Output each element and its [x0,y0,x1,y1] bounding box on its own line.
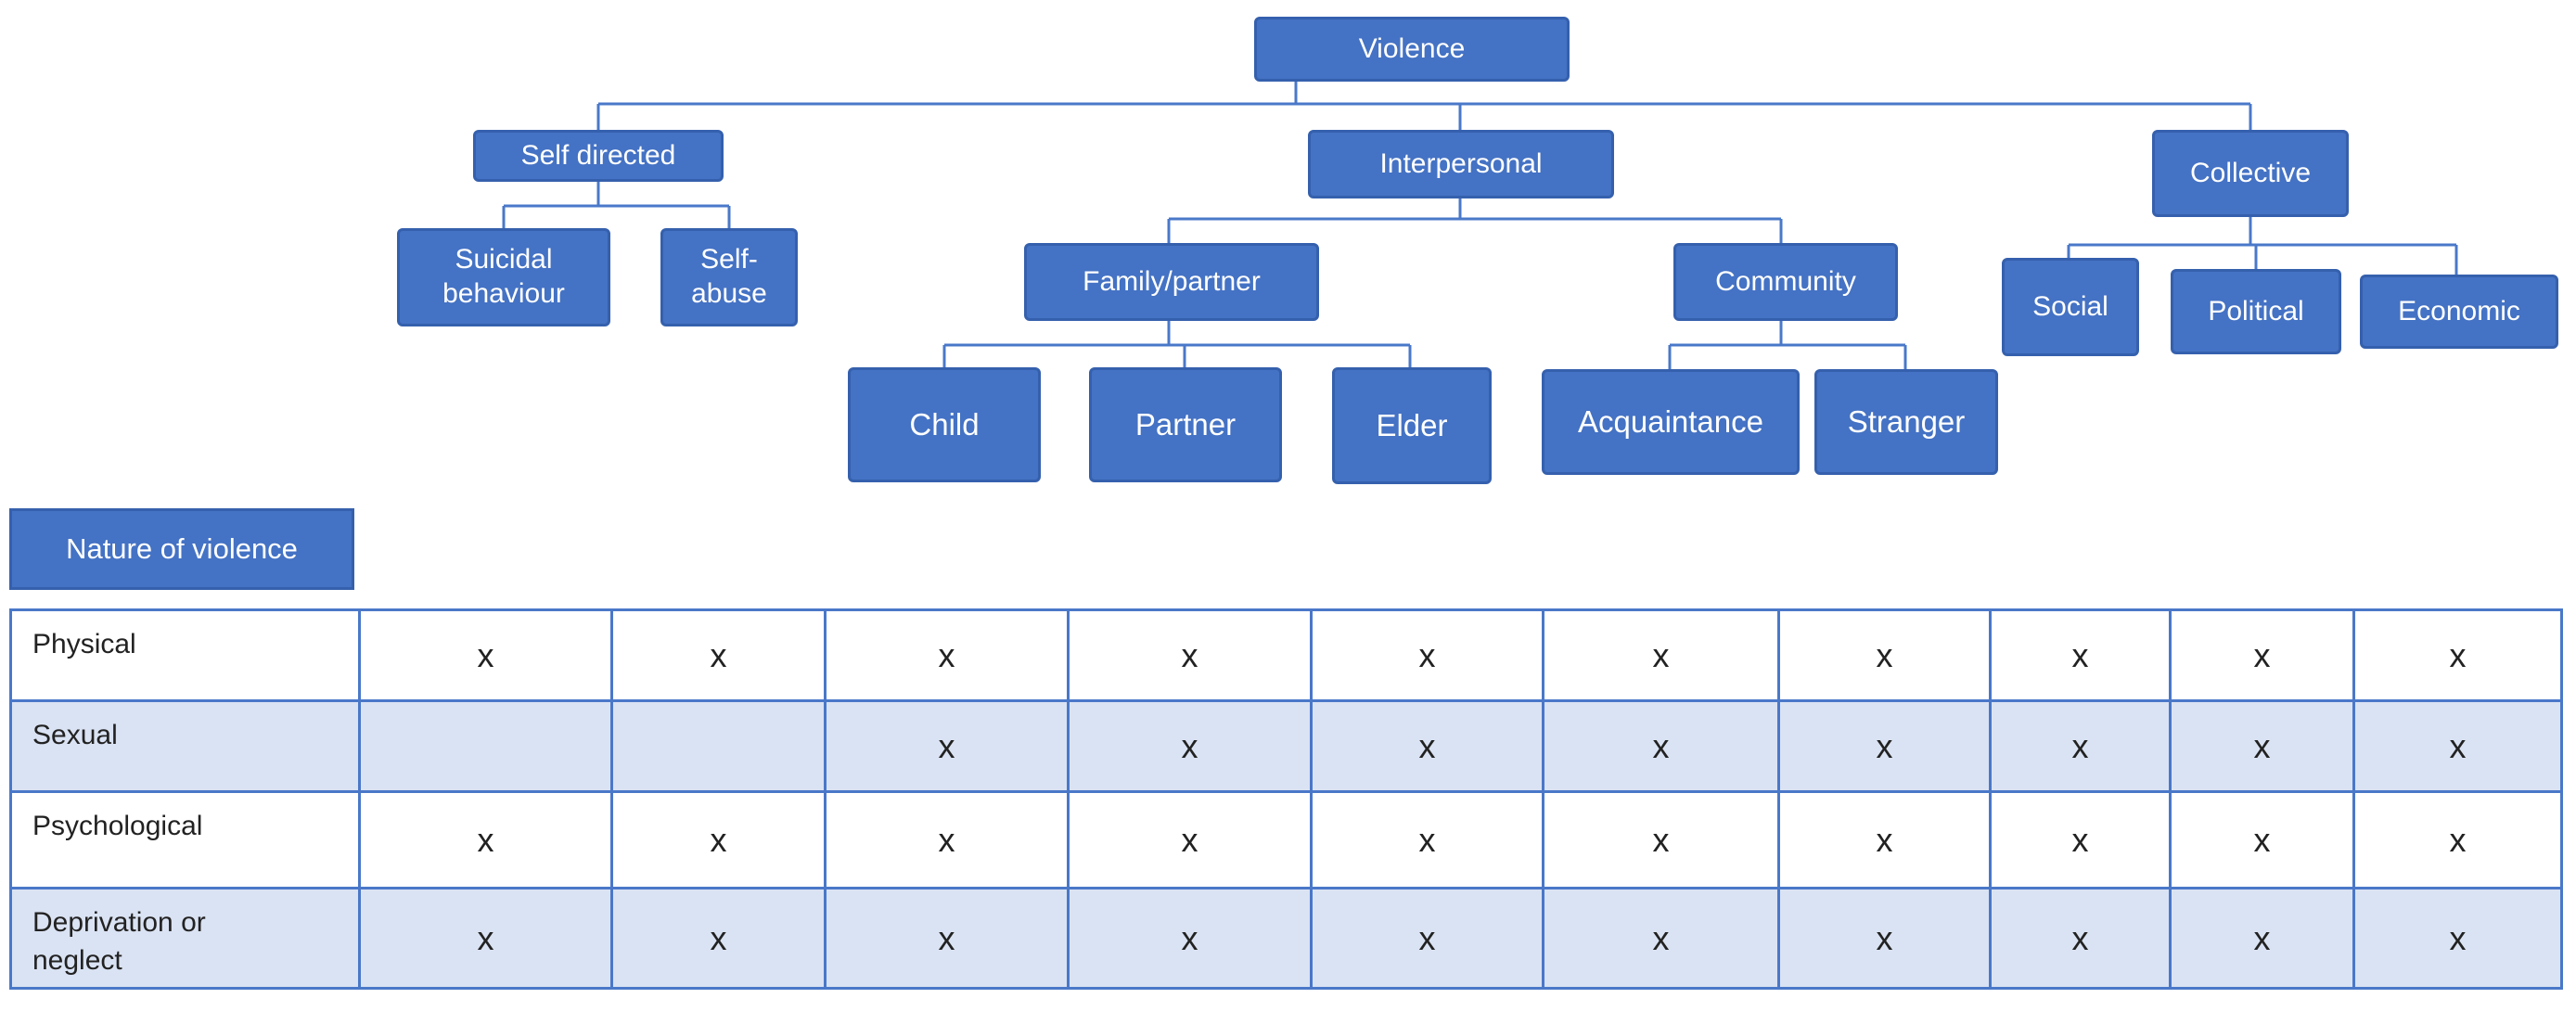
matrix-cell: x [824,608,1070,702]
matrix-cell: x [2352,608,2563,702]
matrix-cell [358,699,613,793]
matrix-cell: x [2169,699,2355,793]
matrix-cell [610,699,827,793]
matrix-cell: x [1989,790,2172,889]
node-partner: Partner [1089,367,1282,482]
matrix-cell: x [358,608,613,702]
node-self-abuse: Self- abuse [660,228,798,326]
matrix-cell: x [1542,608,1780,702]
node-political: Political [2171,269,2341,354]
matrix-cell: x [1067,699,1313,793]
matrix-cell: x [1777,608,1992,702]
node-violence: Violence [1254,17,1570,82]
node-acquaintance: Acquaintance [1542,369,1800,475]
matrix-cell: x [1310,608,1544,702]
row-label: Sexual [9,699,361,793]
matrix-cell: x [2352,887,2563,990]
matrix-cell: x [358,790,613,889]
node-self-directed: Self directed [473,130,724,182]
node-suicidal-behaviour: Suicidal behaviour [397,228,610,326]
node-collective: Collective [2152,130,2349,217]
node-child: Child [848,367,1041,482]
matrix-cell: x [1989,699,2172,793]
matrix-cell: x [2169,887,2355,990]
matrix-cell: x [610,887,827,990]
matrix-cell: x [2169,608,2355,702]
matrix-cell: x [610,790,827,889]
matrix-cell: x [610,608,827,702]
matrix-cell: x [1310,790,1544,889]
row-label: Deprivation or neglect [9,887,361,990]
row-label: Physical [9,608,361,702]
matrix-cell: x [1989,887,2172,990]
matrix-cell: x [1777,790,1992,889]
matrix-cell: x [824,790,1070,889]
matrix-cell: x [1777,887,1992,990]
matrix-cell: x [2169,790,2355,889]
matrix-cell: x [1542,790,1780,889]
matrix-cell: x [824,887,1070,990]
node-family-partner: Family/partner [1024,243,1319,321]
matrix-cell: x [1777,699,1992,793]
matrix-cell: x [1310,699,1544,793]
node-community: Community [1673,243,1898,321]
matrix-cell: x [824,699,1070,793]
matrix-cell: x [1067,608,1313,702]
node-elder: Elder [1332,367,1492,484]
matrix-cell: x [1542,887,1780,990]
matrix-cell: x [1989,608,2172,702]
row-label: Psychological [9,790,361,889]
matrix-cell: x [2352,790,2563,889]
matrix-cell: x [358,887,613,990]
matrix-cell: x [2352,699,2563,793]
nature-of-violence-header: Nature of violence [9,508,354,590]
matrix-cell: x [1067,887,1313,990]
node-social: Social [2002,258,2139,356]
matrix-cell: x [1542,699,1780,793]
node-stranger: Stranger [1814,369,1998,475]
matrix-cell: x [1067,790,1313,889]
matrix-cell: x [1310,887,1544,990]
node-interpersonal: Interpersonal [1308,130,1614,198]
node-economic: Economic [2360,275,2558,349]
